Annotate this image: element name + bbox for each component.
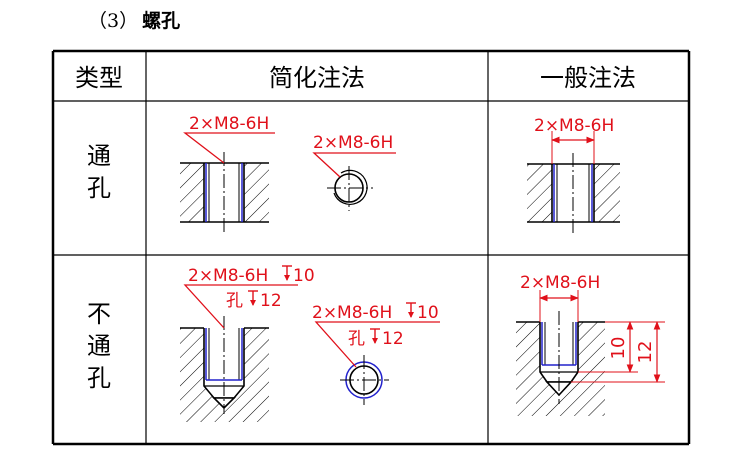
thread-spec-label-3: 2×M8-6H: [534, 116, 614, 136]
table-frame: [51, 49, 691, 446]
hole-depth-label-2: 12: [382, 329, 404, 349]
leader-through-simplified: [183, 132, 275, 164]
header-type: 类型: [75, 64, 123, 92]
header-simplified: 简化注法: [269, 64, 365, 92]
thread-spec-depth-label-1: 2×M8-6H: [188, 266, 268, 286]
section-heading: （3）螺孔: [88, 6, 180, 33]
thread-spec-label-4: 2×M8-6H: [520, 273, 600, 293]
blind-hole-end-view: [340, 355, 389, 405]
leader-blind-simplified: [183, 284, 298, 329]
thread-depth-label-2: 10: [417, 303, 439, 323]
hole-depth-dimension: 12: [635, 341, 656, 364]
blind-hole-section-general: [516, 290, 665, 416]
depth-symbol-icon: [370, 328, 380, 344]
row1-type-char-2: 孔: [87, 174, 111, 202]
hole-prefix-label-2: 孔: [348, 329, 365, 349]
section-number: （3）: [88, 10, 139, 32]
thread-spec-label-1: 2×M8-6H: [189, 114, 269, 134]
through-hole-end-view: [327, 166, 373, 211]
section-title: 螺孔: [142, 10, 181, 32]
blind-hole-callout-2: 2×M8-6H 10 孔 12: [312, 302, 439, 349]
blind-hole-section-simplified: [180, 316, 269, 422]
row2-type-char-3: 孔: [87, 364, 111, 392]
thread-spec-label-2: 2×M8-6H: [313, 133, 393, 153]
thread-spec-depth-label-2: 2×M8-6H: [312, 303, 392, 323]
thread-depth-dimension: 10: [608, 337, 629, 360]
depth-symbol-icon: [248, 290, 258, 306]
leader-end-view-1: [312, 152, 396, 178]
through-hole-section-general: [527, 131, 620, 234]
row2-type-char-2: 通: [87, 332, 111, 360]
depth-symbol-icon: [406, 302, 416, 318]
hole-depth-label-1: 12: [260, 291, 282, 311]
header-general: 一般注法: [540, 64, 636, 92]
row1-type-char-1: 通: [87, 142, 111, 170]
through-hole-section-simplified: [180, 152, 269, 234]
thread-depth-label-1: 10: [293, 266, 315, 286]
row2-type-char-1: 不: [87, 300, 111, 328]
depth-symbol-icon: [282, 265, 292, 281]
blind-hole-callout-1: 2×M8-6H 10 孔 12: [188, 265, 315, 311]
hole-prefix-label-1: 孔: [226, 291, 243, 311]
leader-end-view-2: [314, 321, 440, 368]
